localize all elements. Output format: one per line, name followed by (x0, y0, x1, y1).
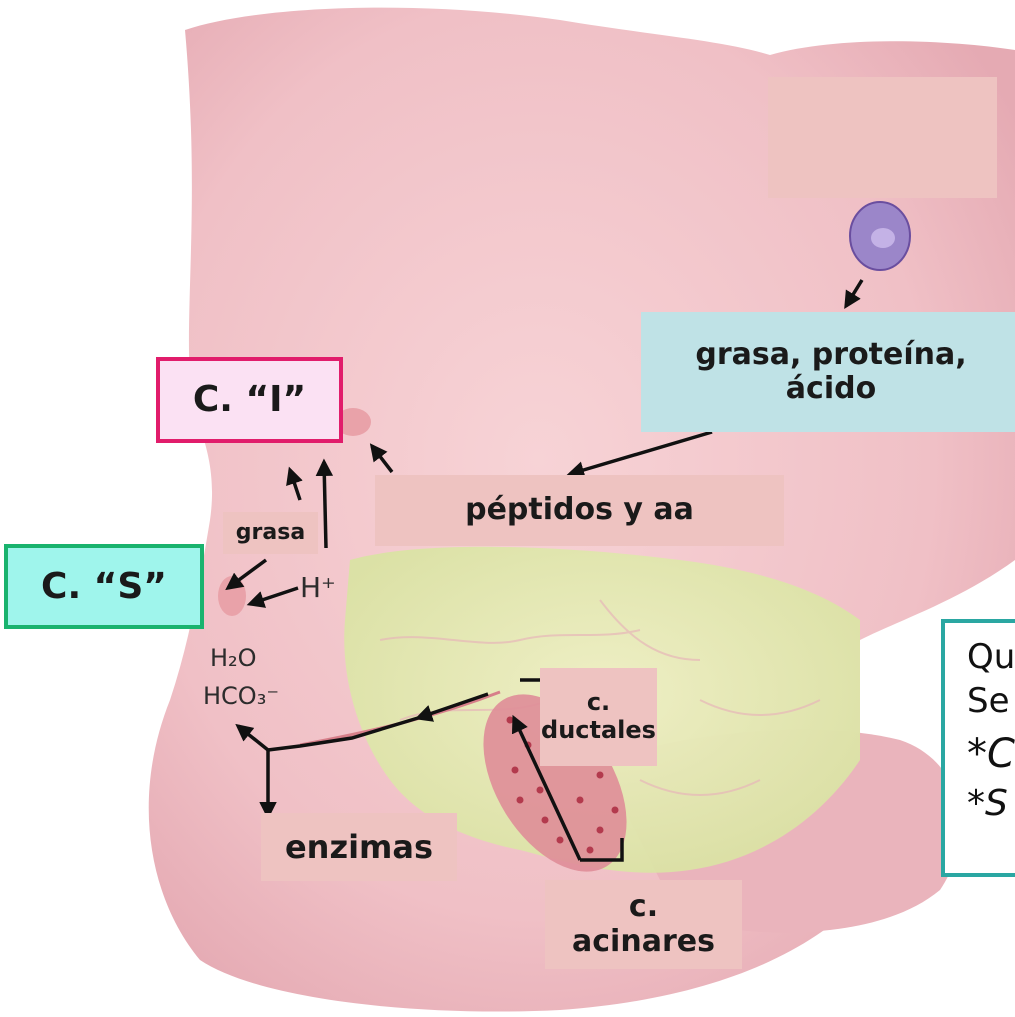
hidden-label-top (768, 77, 997, 198)
text-grasa: grasa (236, 520, 305, 545)
label-grasa-proteina-acido: grasa, proteína, ácido (641, 312, 1015, 432)
text-acido: ácido (786, 372, 876, 407)
s-cell-blob (218, 576, 246, 616)
label-water: H₂O (210, 646, 257, 670)
text-grasa-proteina: grasa, proteína, (695, 338, 966, 373)
text-acinares-c: c. (629, 890, 658, 925)
note-box: Qu Se *C *S (941, 619, 1015, 877)
note-line-2: Se (967, 681, 1015, 721)
label-grasa: grasa (223, 512, 318, 554)
text-ductales-c: c. (587, 689, 610, 717)
note-line-1: Qu (967, 637, 1015, 677)
label-cell-i: C. “I” (156, 357, 343, 443)
label-cell-s: C. “S” (4, 544, 204, 629)
text-enzimas: enzimas (285, 829, 433, 866)
text-peptidos: péptidos y aa (465, 493, 694, 528)
note-line-4: *S (967, 783, 1015, 824)
note-line-3: *C (967, 731, 1015, 777)
text-ductales: ductales (541, 717, 656, 745)
label-enzimas: enzimas (261, 813, 457, 881)
text-cell-i: C. “I” (193, 379, 306, 420)
label-peptidos: péptidos y aa (375, 475, 784, 546)
text-cell-s: C. “S” (41, 566, 167, 607)
label-ductales: c. ductales (540, 668, 657, 766)
label-acinares: c. acinares (545, 880, 742, 969)
label-h-plus: H⁺ (300, 574, 336, 602)
endocrine-cell-nucleus (871, 228, 895, 248)
text-acinares: acinares (572, 925, 715, 960)
label-bicarbonate: HCO₃⁻ (203, 684, 279, 708)
